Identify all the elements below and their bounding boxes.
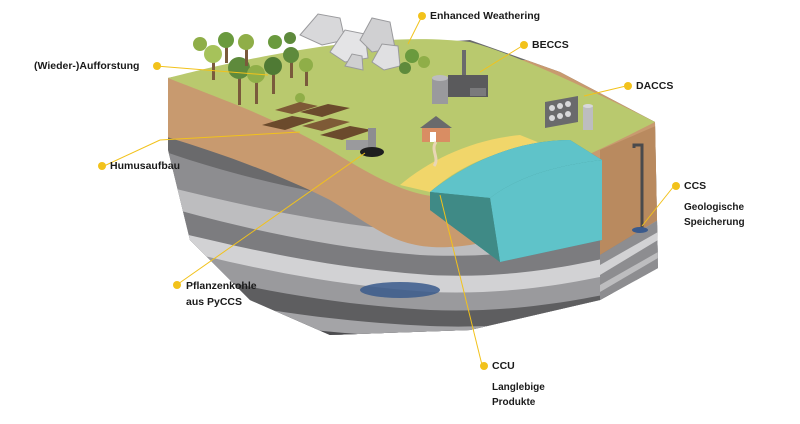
beccs-plant — [432, 50, 488, 104]
water-body — [430, 140, 602, 262]
ccs-pipe — [632, 143, 644, 228]
label-ccu-sub-1: Langlebige — [492, 382, 545, 393]
leader-lines — [103, 15, 675, 366]
label-ccs-sub-2: Speicherung — [684, 217, 745, 228]
label-humusaufbau: Humusaufbau — [110, 160, 181, 172]
ccs-reservoir — [632, 227, 648, 233]
sand-beach — [400, 135, 545, 192]
label-pyccs-2: aus PyCCS — [186, 296, 243, 308]
crop-fields — [262, 102, 372, 140]
footpath — [432, 141, 438, 167]
label-ccu: CCU — [492, 360, 515, 372]
label-wieder-aufforstung: (Wieder-)Aufforstung — [34, 60, 140, 72]
house — [420, 116, 452, 142]
daccs-unit — [545, 96, 593, 130]
label-ccs: CCS — [684, 180, 707, 192]
pyccs-unit — [346, 128, 384, 157]
rock-pile — [299, 13, 401, 71]
label-ccs-sub-1: Geologische — [684, 202, 745, 213]
label-dots — [98, 12, 680, 370]
label-enhanced-weathering: Enhanced Weathering — [430, 10, 541, 22]
forest — [193, 32, 430, 105]
label-daccs: DACCS — [636, 80, 674, 92]
label-beccs: BECCS — [532, 39, 569, 51]
label-ccu-sub-2: Produkte — [492, 397, 536, 408]
label-pyccs-1: Pflanzenkohle — [186, 280, 257, 292]
